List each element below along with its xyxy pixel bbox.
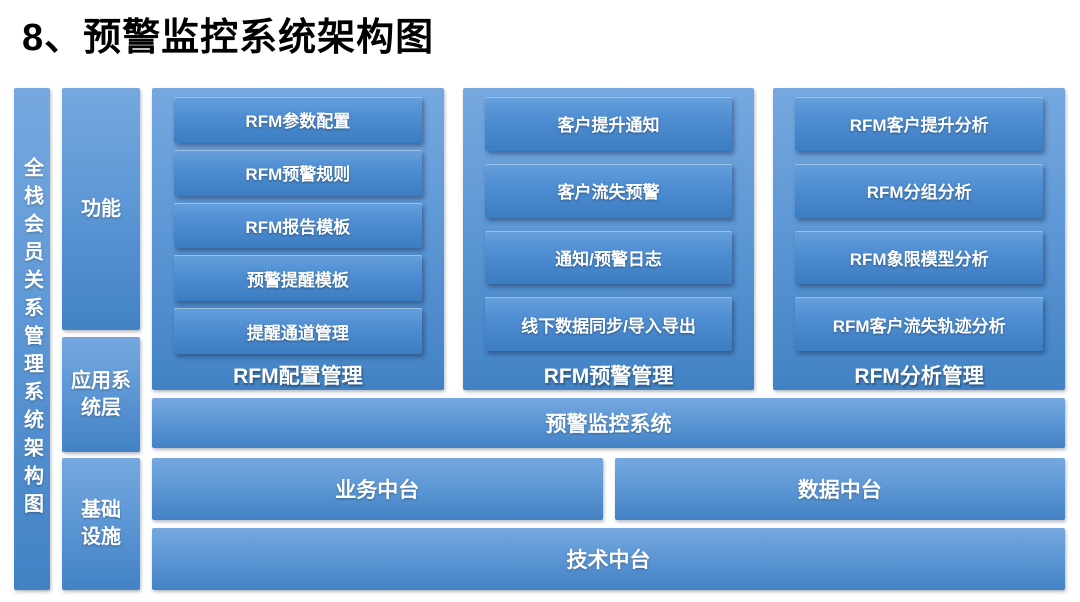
architecture-diagram: 全栈会员关系管理系统架构图 功能 应用系 统层 基础 设施 RFM参数配置 RF… (14, 88, 1066, 590)
box-rfm-quadrant-analysis: RFM象限模型分析 (795, 230, 1044, 285)
page-title: 8、预警监控系统架构图 (22, 17, 435, 59)
layer-column: 功能 应用系 统层 基础 设施 (62, 88, 140, 590)
bar-data-platform: 数据中台 (614, 458, 1065, 520)
panel-caption-rfm-warning: RFM预警管理 (543, 365, 674, 388)
box-rfm-param-config: RFM参数配置 (174, 97, 422, 143)
main-area: RFM参数配置 RFM预警规则 RFM报告模板 预警提醒模板 提醒通道管理 RF… (152, 88, 1066, 590)
bar-tech-platform: 技术中台 (152, 528, 1065, 590)
panel-caption-rfm-analysis: RFM分析管理 (854, 365, 984, 388)
panel-boxes: RFM客户提升分析 RFM分组分析 RFM象限模型分析 RFM客户流失轨迹分析 (795, 97, 1044, 360)
box-notice-warning-log: 通知/预警日志 (484, 230, 733, 285)
panel-rfm-analysis: RFM客户提升分析 RFM分组分析 RFM象限模型分析 RFM客户流失轨迹分析 … (773, 88, 1066, 390)
panel-boxes: RFM参数配置 RFM预警规则 RFM报告模板 预警提醒模板 提醒通道管理 (174, 97, 422, 360)
box-customer-churn-warning: 客户流失预警 (484, 163, 733, 218)
layer-application-system: 应用系 统层 (62, 337, 140, 452)
box-offline-data-sync: 线下数据同步/导入导出 (484, 297, 733, 351)
box-rfm-uplift-analysis: RFM客户提升分析 (795, 97, 1044, 151)
panel-rfm-config: RFM参数配置 RFM预警规则 RFM报告模板 预警提醒模板 提醒通道管理 RF… (152, 88, 444, 390)
panel-rfm-warning: 客户提升通知 客户流失预警 通知/预警日志 线下数据同步/导入导出 RFM预警管… (462, 88, 755, 390)
panel-caption-rfm-config: RFM配置管理 (233, 365, 363, 388)
bar-warning-monitor-system: 预警监控系统 (152, 398, 1065, 448)
layer-function: 功能 (62, 88, 140, 330)
box-reminder-channel-mgmt: 提醒通道管理 (174, 308, 422, 354)
bar-business-platform: 业务中台 (152, 458, 603, 520)
box-warning-reminder-template: 预警提醒模板 (174, 255, 422, 302)
box-customer-uplift-notice: 客户提升通知 (484, 97, 733, 151)
box-rfm-warning-rules: RFM预警规则 (174, 149, 422, 196)
panels-row: RFM参数配置 RFM预警规则 RFM报告模板 预警提醒模板 提醒通道管理 RF… (152, 88, 1066, 390)
box-rfm-group-analysis: RFM分组分析 (795, 163, 1044, 218)
box-rfm-churn-track-analysis: RFM客户流失轨迹分析 (795, 297, 1044, 351)
box-rfm-report-template: RFM报告模板 (174, 202, 422, 249)
panel-boxes: 客户提升通知 客户流失预警 通知/预警日志 线下数据同步/导入导出 (484, 97, 733, 360)
layer-infrastructure: 基础 设施 (62, 458, 140, 590)
middle-platform-row: 业务中台 数据中台 (152, 458, 1065, 520)
side-label-bar: 全栈会员关系管理系统架构图 (14, 88, 50, 590)
side-label: 全栈会员关系管理系统架构图 (20, 157, 43, 521)
